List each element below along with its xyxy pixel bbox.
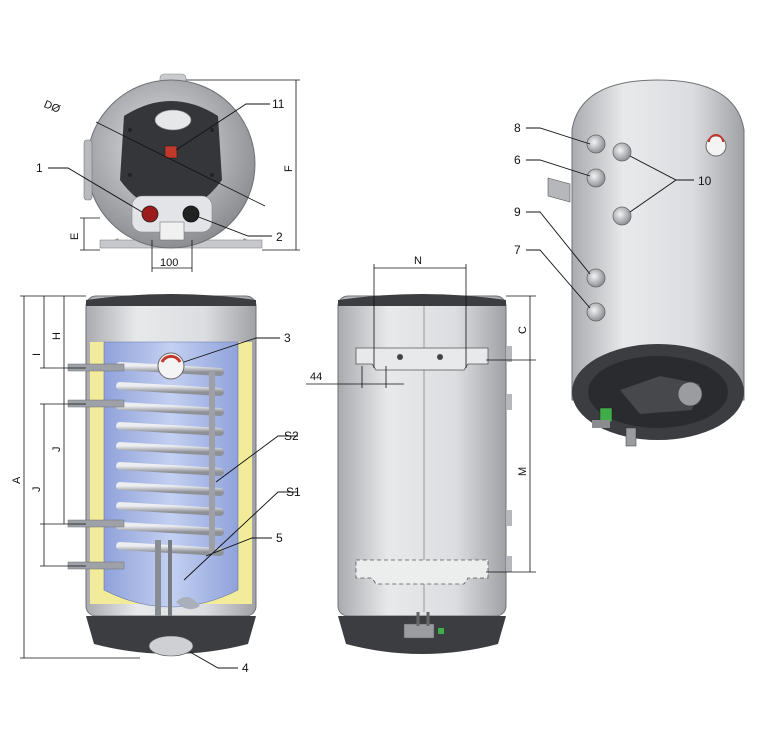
port-10b (612, 206, 632, 226)
dim-j-lower: J (31, 487, 43, 493)
dim-m: M (517, 467, 529, 476)
dim-width-100: 100 (160, 257, 178, 269)
callout-s2: S2 (284, 429, 299, 443)
callout-8: 8 (514, 121, 521, 135)
isometric-view (526, 79, 745, 447)
inlet-port-1 (141, 205, 159, 223)
dimension-labels: DØ E F 100 A H I J J N C M 44 (11, 98, 529, 492)
dim-e: E (69, 233, 81, 240)
port-9 (586, 268, 606, 288)
callout-4: 4 (242, 661, 249, 675)
thermostat-indicator (164, 145, 178, 159)
callout-2: 2 (276, 230, 283, 244)
dim-diameter: DØ (42, 98, 62, 115)
dim-h: H (51, 332, 63, 340)
callout-11: 11 (272, 97, 285, 111)
heat-exchanger-coils (116, 362, 224, 556)
dim-c: C (517, 326, 529, 334)
lower-wall-bracket (355, 559, 489, 585)
callout-3: 3 (284, 331, 291, 345)
dim-j-upper: J (51, 447, 63, 453)
top-view (48, 73, 300, 272)
callout-labels: 1 2 3 4 5 6 7 8 9 10 11 S2 S1 (36, 97, 712, 675)
dim-n: N (414, 255, 422, 267)
callout-5: 5 (276, 531, 283, 545)
callout-9: 9 (514, 205, 521, 219)
port-7 (586, 302, 606, 322)
callout-7: 7 (514, 243, 521, 257)
outlet-port-2 (182, 205, 200, 223)
upper-wall-bracket (355, 347, 489, 371)
cutaway-view (20, 294, 298, 669)
bottom-cap (86, 616, 256, 654)
port-6 (586, 168, 606, 188)
rear-view (306, 264, 536, 654)
iso-wall-bracket (547, 177, 571, 203)
callout-s1: S1 (286, 485, 301, 499)
callout-1: 1 (36, 161, 43, 175)
dim-f: F (283, 165, 295, 172)
pipe-connections (67, 363, 125, 570)
dim-a: A (11, 476, 23, 484)
dim-44: 44 (310, 371, 322, 383)
bottom-port-4 (148, 635, 194, 657)
callout-10: 10 (698, 174, 712, 188)
port-10a (612, 142, 632, 162)
iso-shell (571, 79, 745, 401)
dim-i: I (31, 353, 43, 356)
port-8 (586, 134, 606, 154)
callout-6: 6 (514, 153, 521, 167)
